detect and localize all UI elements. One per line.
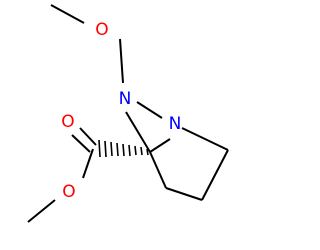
- bond-n-ring-c-quat: [149, 138, 171, 153]
- bonds: [27, 4, 229, 223]
- bond-ch2-c-quat: [149, 151, 167, 189]
- bond-n-ring-ch2: [181, 127, 229, 151]
- bond-carbonyl-double-a: [79, 127, 97, 146]
- bond-carbonyl-double-b: [71, 134, 91, 153]
- atom-o-ester: O: [62, 182, 75, 202]
- hashed-wedge-bond: [98, 139, 149, 158]
- bond-methyl-o-methoxy: [50, 4, 85, 24]
- atom-o-methoxy: O: [95, 20, 108, 40]
- bond-n-upper-c-quat: [125, 111, 151, 153]
- atom-labels: O N N O O: [61, 20, 181, 202]
- bond-carbonyl-c-o-ester: [82, 148, 94, 179]
- bond-o-methoxy-n-upper: [119, 38, 124, 84]
- atom-n-ring: N: [169, 114, 182, 134]
- atom-o-carbonyl: O: [61, 112, 74, 132]
- bond-ch2-ch2-lower: [165, 187, 203, 201]
- bond-ch2-ch2: [201, 149, 229, 201]
- atom-n-upper: N: [119, 89, 132, 109]
- chemical-structure: O N N O O: [27, 4, 229, 223]
- bond-o-ester-methyl: [27, 199, 56, 223]
- bond-n-upper-n-ring: [136, 101, 163, 119]
